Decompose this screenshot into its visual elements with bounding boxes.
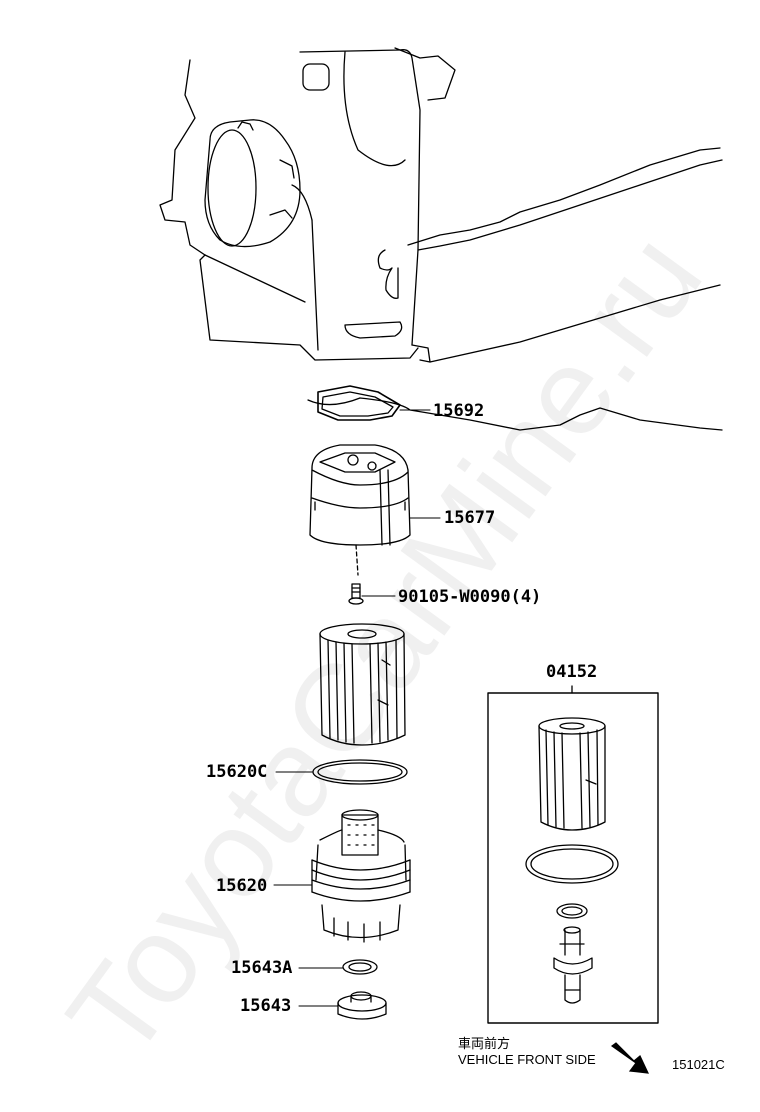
bolt-90105-shape [348,583,364,605]
label-04152: 04152 [546,662,598,682]
front-note-jp: 車両前方 [458,1036,511,1051]
leader-lines [273,409,441,1007]
label-15692: 15692 [433,401,485,421]
label-90105: 90105-W0090(4) [398,587,542,607]
block-port [204,119,301,248]
gasket-15692-shape [317,385,401,421]
kit-04152-box [487,685,659,1024]
label-15643: 15643 [240,996,292,1016]
label-15620: 15620 [216,876,268,896]
label-15677: 15677 [444,508,496,528]
label-15620c: 15620C [206,762,268,782]
engine-block-outline [159,47,723,431]
drain-gasket-15643a-shape [342,959,378,975]
front-note-en: VEHICLE FRONT SIDE [458,1052,596,1067]
figure-code: 151021C [672,1057,725,1072]
filter-element-shape [319,623,406,746]
label-15643a: 15643A [231,958,293,978]
bracket-15677-shape [309,444,411,576]
o-ring-15620c-shape [312,759,408,785]
drain-plug-15643-shape [337,991,387,1020]
filter-cap-15620-shape [311,809,411,943]
front-direction-arrow-icon [610,1042,649,1074]
